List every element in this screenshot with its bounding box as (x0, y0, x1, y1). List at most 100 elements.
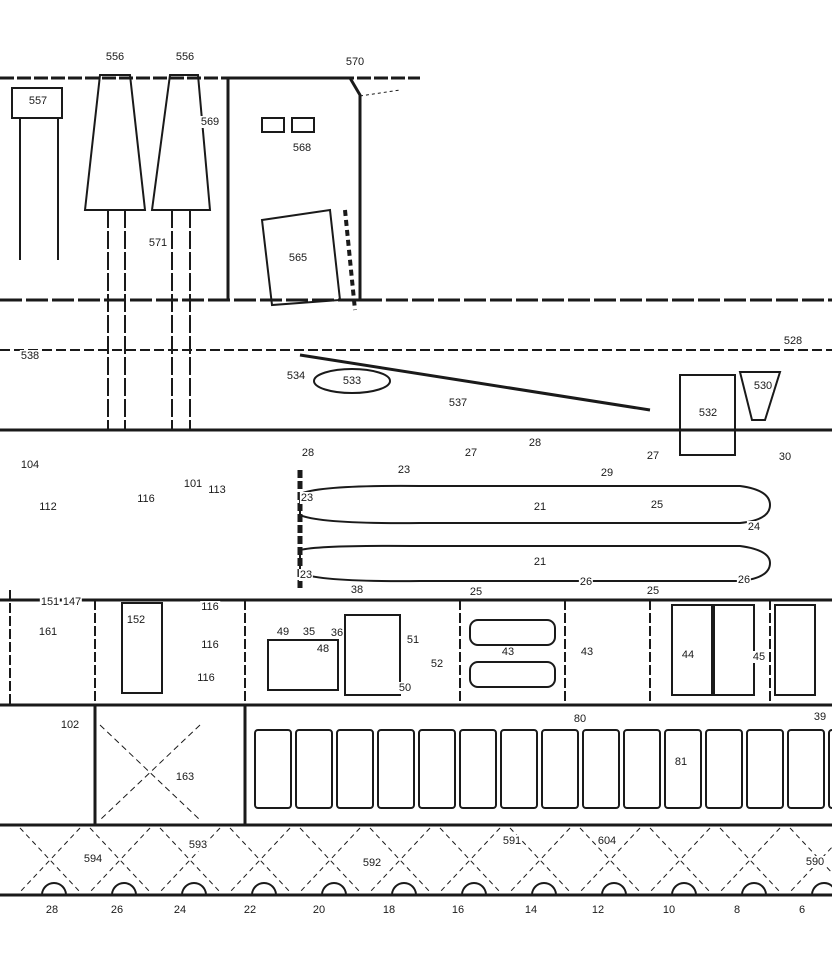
limber-hole (181, 882, 207, 896)
component-label: 568 (291, 142, 313, 154)
component-label: 569 (199, 116, 221, 128)
frame-number: 18 (382, 904, 396, 916)
component-label: 21 (532, 556, 548, 568)
battery-cell (787, 729, 825, 809)
component-label: 532 (697, 407, 719, 419)
component-label: 104 (19, 459, 41, 471)
component-label: 570 (344, 56, 366, 68)
component-label: 557 (27, 95, 49, 107)
battery-cell (623, 729, 661, 809)
component-label: 26 (578, 576, 594, 588)
frame-number: 14 (524, 904, 538, 916)
limber-hole (531, 882, 557, 896)
component-label: 591 (501, 835, 523, 847)
frame-number: 26 (110, 904, 124, 916)
component-label: 152 (125, 614, 147, 626)
component-label: 537 (447, 397, 469, 409)
component-label: 604 (596, 835, 618, 847)
battery-cell (336, 729, 374, 809)
battery-cells (254, 729, 832, 809)
frame-number: 10 (662, 904, 676, 916)
battery-cell (500, 729, 538, 809)
component-label: 49 (275, 626, 291, 638)
component-label: 48 (315, 643, 331, 655)
battery-cell (705, 729, 743, 809)
component-label: 28 (527, 437, 543, 449)
component-label: 43 (500, 646, 516, 658)
component-label: 116 (136, 493, 156, 505)
component-label: 113 (207, 484, 227, 496)
component-label: 81 (673, 756, 689, 768)
component-label: 163 (174, 771, 196, 783)
component-label: 23 (396, 464, 412, 476)
battery-cell (746, 729, 784, 809)
tank-frame-cross (509, 827, 571, 893)
tank-frame-cross (719, 827, 781, 893)
component-label: 36 (329, 627, 345, 639)
battery-cell (377, 729, 415, 809)
component-label: 101 (182, 478, 204, 490)
tank-frame-cross (579, 827, 641, 893)
component-label: 534 (285, 370, 307, 382)
component-label: 102 (59, 719, 81, 731)
component-label: 80 (572, 713, 588, 725)
component-label: 112 (38, 501, 58, 513)
component-label: 533 (341, 375, 363, 387)
battery-cell (254, 729, 292, 809)
component-label: 45 (751, 651, 767, 663)
component-label: 593 (187, 839, 209, 851)
limber-hole (671, 882, 697, 896)
component-label: 116 (200, 639, 220, 651)
component-label: 565 (287, 252, 309, 264)
component-label: 23 (299, 492, 315, 504)
frame-lines (19, 827, 832, 896)
component-label: 43 (579, 646, 595, 658)
frame-number: 8 (733, 904, 741, 916)
tank-frame-cross (649, 827, 711, 893)
component-label: 23 (298, 569, 314, 581)
limber-hole (321, 882, 347, 896)
tank-frame-cross (89, 827, 151, 893)
component-label: 116 (196, 672, 216, 684)
tank-frame-cross (789, 827, 832, 893)
limber-hole (251, 882, 277, 896)
limber-hole (391, 882, 417, 896)
limber-hole (811, 882, 832, 896)
battery-cell (541, 729, 579, 809)
limber-hole (41, 882, 67, 896)
tank-frame-cross (439, 827, 501, 893)
component-label: 26 (736, 574, 752, 586)
component-label: 29 (599, 467, 615, 479)
battery-cell (418, 729, 456, 809)
tank-frame-cross (159, 827, 221, 893)
component-label: 538 (19, 350, 41, 362)
component-label: 151 (39, 596, 61, 608)
component-label: 25 (649, 499, 665, 511)
limber-hole (461, 882, 487, 896)
battery-cell (295, 729, 333, 809)
component-label: 38 (349, 584, 365, 596)
component-label: 25 (468, 586, 484, 598)
component-label: 27 (463, 447, 479, 459)
component-label: 147 (61, 596, 83, 608)
component-label: 28 (300, 447, 316, 459)
component-label: 30 (777, 451, 793, 463)
component-label: 528 (782, 335, 804, 347)
component-label: 39 (812, 711, 828, 723)
component-label: 50 (397, 682, 413, 694)
tank-frame-cross (19, 827, 81, 893)
battery-cell (828, 729, 832, 809)
component-label: 592 (361, 857, 383, 869)
limber-hole (111, 882, 137, 896)
frame-number: 20 (312, 904, 326, 916)
battery-cell (664, 729, 702, 809)
component-label: 35 (301, 626, 317, 638)
component-label: 21 (532, 501, 548, 513)
component-label: 590 (804, 856, 826, 868)
component-label: 594 (82, 853, 104, 865)
frame-number: 28 (45, 904, 59, 916)
battery-cell (582, 729, 620, 809)
tank-frame-cross (299, 827, 361, 893)
limber-hole (741, 882, 767, 896)
